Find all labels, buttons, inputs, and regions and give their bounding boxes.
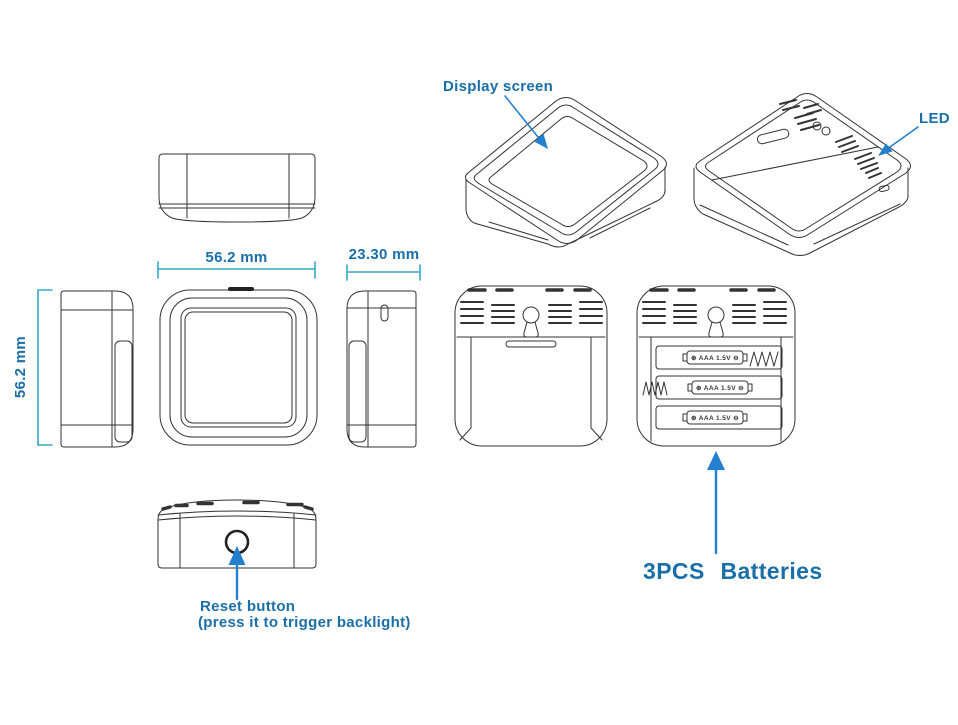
side-view-right xyxy=(346,290,417,448)
led-arrow-icon xyxy=(878,143,893,156)
back-view xyxy=(454,285,608,447)
latch-slot-icon xyxy=(756,128,790,145)
dimension-depth-label: 23.30 mm xyxy=(348,246,420,263)
keyhole-mount-icon xyxy=(707,306,725,338)
display-screen-label: Display screen xyxy=(443,78,554,95)
batteries-label: 3PCS Batteries xyxy=(643,558,823,584)
keyhole-circle-icon xyxy=(821,126,831,136)
dimension-height-label: 56.2 mm xyxy=(12,335,29,399)
display-screen-leader xyxy=(504,95,548,149)
battery-spring-icon xyxy=(642,381,668,396)
batteries-leader xyxy=(707,451,725,555)
display-screen-area xyxy=(180,307,297,428)
side-view-left xyxy=(60,290,134,448)
display-screen-arrow-icon xyxy=(534,134,548,149)
dimension-width-label: 56.2 mm xyxy=(205,249,268,266)
battery-slot xyxy=(655,405,783,430)
reset-button-label: Reset button xyxy=(200,598,296,615)
reset-leader xyxy=(228,546,246,601)
vent-slats-icon xyxy=(161,500,314,511)
battery-slot xyxy=(642,375,783,400)
keyhole-mount-icon xyxy=(522,306,540,338)
battery-view xyxy=(636,285,796,447)
led-label: LED xyxy=(919,110,950,127)
vent-slats-icon xyxy=(642,301,787,324)
reset-button-note: (press it to trigger backlight) xyxy=(198,614,411,631)
battery-slot-label: ⊕ AAA 1.5V ⊖ xyxy=(690,355,740,362)
front-view xyxy=(159,287,318,446)
dimension-depth-bracket xyxy=(346,264,421,281)
battery-slot-label: ⊕ AAA 1.5V ⊖ xyxy=(695,385,745,392)
vent-slats-icon xyxy=(779,99,882,179)
side-slot-icon xyxy=(380,304,389,322)
dimension-width-bracket xyxy=(157,261,316,279)
vent-slats-icon xyxy=(460,301,603,324)
cover-seam xyxy=(114,340,133,443)
batteries-arrow-icon xyxy=(707,451,725,470)
top-view xyxy=(158,153,316,223)
side-led-slot-icon xyxy=(878,184,890,193)
battery-spring-icon xyxy=(749,351,779,367)
led-leader xyxy=(878,126,919,156)
dimension-height-bracket xyxy=(37,289,53,446)
latch-slot-icon xyxy=(505,340,557,348)
reset-arrow-icon xyxy=(228,546,246,565)
back-3d-view xyxy=(693,93,911,256)
top-notch-icon xyxy=(228,287,254,291)
cover-seam xyxy=(348,340,367,443)
front-3d-view xyxy=(464,97,667,248)
bottom-view xyxy=(157,499,317,569)
battery-slot xyxy=(655,345,783,370)
battery-slot-label: ⊕ AAA 1.5V ⊖ xyxy=(690,415,740,422)
keyhole-circle-icon xyxy=(812,121,822,131)
